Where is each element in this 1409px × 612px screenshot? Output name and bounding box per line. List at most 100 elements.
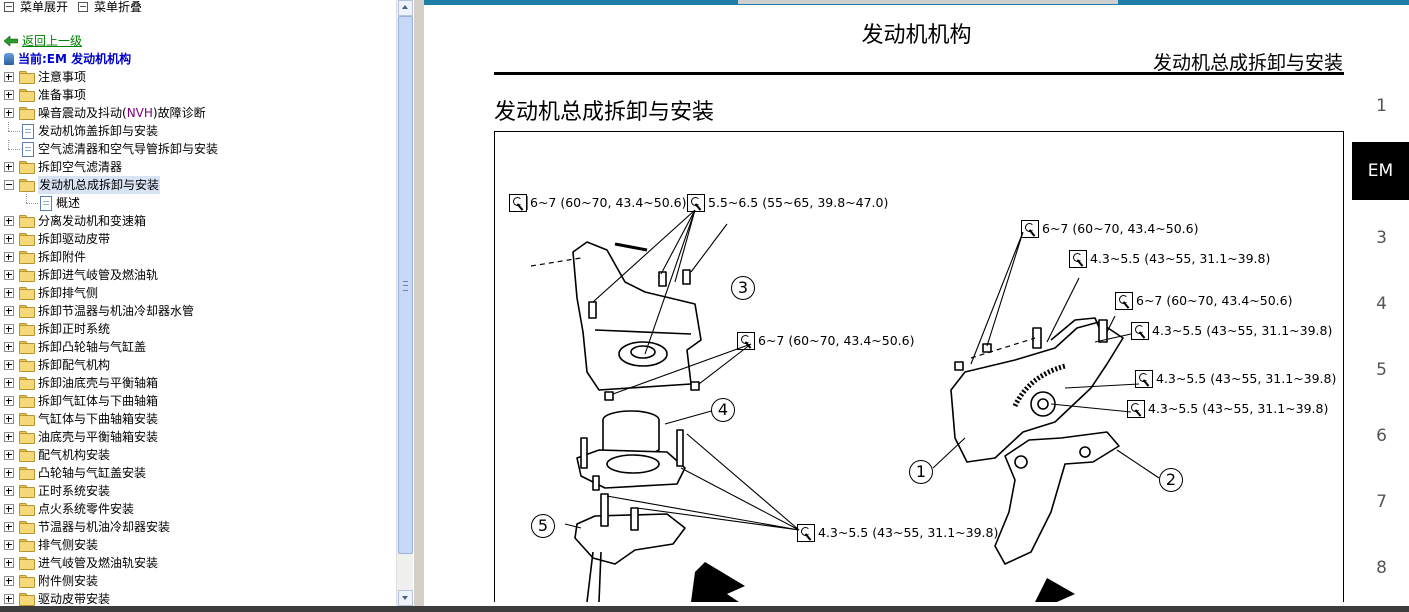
expand-toggle-icon[interactable] bbox=[4, 378, 14, 388]
scroll-down-button[interactable] bbox=[398, 590, 413, 606]
tree-folder-item[interactable]: 拆卸节温器与机油冷却器水管 bbox=[0, 302, 396, 320]
expand-toggle-icon[interactable] bbox=[4, 216, 14, 226]
collapse-menu-button[interactable]: 菜单折叠 bbox=[78, 0, 142, 16]
expand-toggle-icon[interactable] bbox=[4, 414, 14, 424]
tree-item-label[interactable]: 拆卸附件 bbox=[38, 250, 87, 264]
collapse-toggle-icon[interactable] bbox=[4, 180, 14, 190]
expand-toggle-icon[interactable] bbox=[4, 288, 14, 298]
tree-item-label[interactable]: 排气侧安装 bbox=[38, 538, 99, 552]
tree-item-label[interactable]: 拆卸节温器与机油冷却器水管 bbox=[38, 304, 195, 318]
tree-item-label[interactable]: 空气滤清器和空气导管拆卸与安装 bbox=[38, 142, 219, 156]
tree-item-label[interactable]: 准备事项 bbox=[38, 88, 87, 102]
tree-item-label[interactable]: 拆卸凸轮轴与气缸盖 bbox=[38, 340, 147, 354]
side-tab[interactable]: 5 bbox=[1376, 360, 1387, 380]
tree-item-label[interactable]: 发动机总成拆卸与安装 bbox=[38, 176, 161, 194]
side-tab-active[interactable]: EM bbox=[1352, 142, 1409, 200]
tree-folder-item[interactable]: 拆卸附件 bbox=[0, 248, 396, 266]
expand-toggle-icon[interactable] bbox=[4, 540, 14, 550]
side-tab[interactable]: 1 bbox=[1376, 96, 1387, 116]
tree-item-label[interactable]: 附件侧安装 bbox=[38, 574, 99, 588]
expand-toggle-icon[interactable] bbox=[4, 450, 14, 460]
expand-toggle-icon[interactable] bbox=[4, 576, 14, 586]
tree-item-label[interactable]: 驱动皮带安装 bbox=[38, 592, 111, 606]
side-tab[interactable]: 4 bbox=[1376, 294, 1387, 314]
tree-folder-item[interactable]: 拆卸配气机构 bbox=[0, 356, 396, 374]
tree-item-label[interactable]: 拆卸油底壳与平衡轴箱 bbox=[38, 376, 159, 390]
tree-folder-item[interactable]: 发动机总成拆卸与安装 bbox=[0, 176, 396, 194]
tree-item-label[interactable]: 拆卸气缸体与下曲轴箱 bbox=[38, 394, 159, 408]
side-tab[interactable]: 3 bbox=[1376, 228, 1387, 248]
expand-toggle-icon[interactable] bbox=[4, 72, 14, 82]
expand-toggle-icon[interactable] bbox=[4, 342, 14, 352]
tree-item-label[interactable]: 凸轮轴与气缸盖安装 bbox=[38, 466, 147, 480]
expand-toggle-icon[interactable] bbox=[4, 468, 14, 478]
tree-folder-item[interactable]: 气缸体与下曲轴箱安装 bbox=[0, 410, 396, 428]
tree-item-label[interactable]: 拆卸空气滤清器 bbox=[38, 160, 123, 174]
tree-scrollbar[interactable] bbox=[396, 0, 413, 610]
expand-toggle-icon[interactable] bbox=[4, 594, 14, 604]
expand-toggle-icon[interactable] bbox=[4, 522, 14, 532]
tree-folder-item[interactable]: 注意事项 bbox=[0, 68, 396, 86]
side-tab[interactable]: 7 bbox=[1376, 492, 1387, 512]
tree-item-label[interactable]: 节温器与机油冷却器安装 bbox=[38, 520, 171, 534]
expand-toggle-icon[interactable] bbox=[4, 432, 14, 442]
tree-folder-item[interactable]: 拆卸正时系统 bbox=[0, 320, 396, 338]
expand-toggle-icon[interactable] bbox=[4, 162, 14, 172]
expand-toggle-icon[interactable] bbox=[4, 504, 14, 514]
tree-folder-item[interactable]: 附件侧安装 bbox=[0, 572, 396, 590]
scroll-up-button[interactable] bbox=[398, 0, 413, 16]
expand-toggle-icon[interactable] bbox=[4, 270, 14, 280]
tree-item-label[interactable]: 油底壳与平衡轴箱安装 bbox=[38, 430, 159, 444]
tree-folder-item[interactable]: 正时系统安装 bbox=[0, 482, 396, 500]
expand-toggle-icon[interactable] bbox=[4, 486, 14, 496]
tree-folder-item[interactable]: 点火系统零件安装 bbox=[0, 500, 396, 518]
tree-folder-item[interactable]: 准备事项 bbox=[0, 86, 396, 104]
tree-item-label[interactable]: 拆卸进气岐管及燃油轨 bbox=[38, 268, 159, 282]
back-link[interactable]: 返回上一级 bbox=[22, 34, 83, 48]
tree-item-label[interactable]: 分离发动机和变速箱 bbox=[38, 214, 147, 228]
expand-menu-button[interactable]: 菜单展开 bbox=[4, 0, 68, 16]
tree-page-item[interactable]: 空气滤清器和空气导管拆卸与安装 bbox=[0, 140, 396, 158]
expand-toggle-icon[interactable] bbox=[4, 90, 14, 100]
expand-toggle-icon[interactable] bbox=[4, 360, 14, 370]
tree-item-label[interactable]: 点火系统零件安装 bbox=[38, 502, 135, 516]
scroll-thumb[interactable] bbox=[398, 16, 413, 554]
expand-toggle-icon[interactable] bbox=[4, 234, 14, 244]
expand-toggle-icon[interactable] bbox=[4, 108, 14, 118]
tree-item-label[interactable]: 概述 bbox=[56, 196, 81, 210]
tree-page-item[interactable]: 发动机饰盖拆卸与安装 bbox=[0, 122, 396, 140]
tree-item-label[interactable]: 气缸体与下曲轴箱安装 bbox=[38, 412, 159, 426]
tree-folder-item[interactable]: 配气机构安装 bbox=[0, 446, 396, 464]
expand-toggle-icon[interactable] bbox=[4, 396, 14, 406]
tree-folder-item[interactable]: 拆卸气缸体与下曲轴箱 bbox=[0, 392, 396, 410]
tree-item-label[interactable]: 发动机饰盖拆卸与安装 bbox=[38, 124, 159, 138]
expand-toggle-icon[interactable] bbox=[4, 324, 14, 334]
tree-item-label[interactable]: 配气机构安装 bbox=[38, 448, 111, 462]
expand-toggle-icon[interactable] bbox=[4, 558, 14, 568]
tree-page-item[interactable]: 概述 bbox=[0, 194, 396, 212]
tree-folder-item[interactable]: 拆卸进气岐管及燃油轨 bbox=[0, 266, 396, 284]
tree-item-label[interactable]: 拆卸排气侧 bbox=[38, 286, 99, 300]
expand-toggle-icon[interactable] bbox=[4, 306, 14, 316]
tree-item-label[interactable]: 拆卸驱动皮带 bbox=[38, 232, 111, 246]
tree-folder-item[interactable]: 拆卸空气滤清器 bbox=[0, 158, 396, 176]
tree-folder-item[interactable]: 凸轮轴与气缸盖安装 bbox=[0, 464, 396, 482]
tree-item-label[interactable]: 噪音震动及抖动(NVH)故障诊断 bbox=[38, 104, 206, 122]
tree-folder-item[interactable]: 拆卸凸轮轴与气缸盖 bbox=[0, 338, 396, 356]
tree-folder-item[interactable]: 噪音震动及抖动(NVH)故障诊断 bbox=[0, 104, 396, 122]
tree-folder-item[interactable]: 排气侧安装 bbox=[0, 536, 396, 554]
tree-folder-item[interactable]: 拆卸驱动皮带 bbox=[0, 230, 396, 248]
back-link-row[interactable]: 返回上一级 bbox=[4, 32, 82, 48]
tree-folder-item[interactable]: 分离发动机和变速箱 bbox=[0, 212, 396, 230]
side-tab[interactable]: 8 bbox=[1376, 558, 1387, 578]
tree-folder-item[interactable]: 进气岐管及燃油轨安装 bbox=[0, 554, 396, 572]
tree-folder-item[interactable]: 拆卸排气侧 bbox=[0, 284, 396, 302]
side-tab[interactable]: 6 bbox=[1376, 426, 1387, 446]
tree-folder-item[interactable]: 驱动皮带安装 bbox=[0, 590, 396, 608]
tree-folder-item[interactable]: 拆卸油底壳与平衡轴箱 bbox=[0, 374, 396, 392]
tree-item-label[interactable]: 拆卸配气机构 bbox=[38, 358, 111, 372]
tree-item-label[interactable]: 进气岐管及燃油轨安装 bbox=[38, 556, 159, 570]
tree-item-label[interactable]: 正时系统安装 bbox=[38, 484, 111, 498]
tree-item-label[interactable]: 拆卸正时系统 bbox=[38, 322, 111, 336]
tree-folder-item[interactable]: 节温器与机油冷却器安装 bbox=[0, 518, 396, 536]
